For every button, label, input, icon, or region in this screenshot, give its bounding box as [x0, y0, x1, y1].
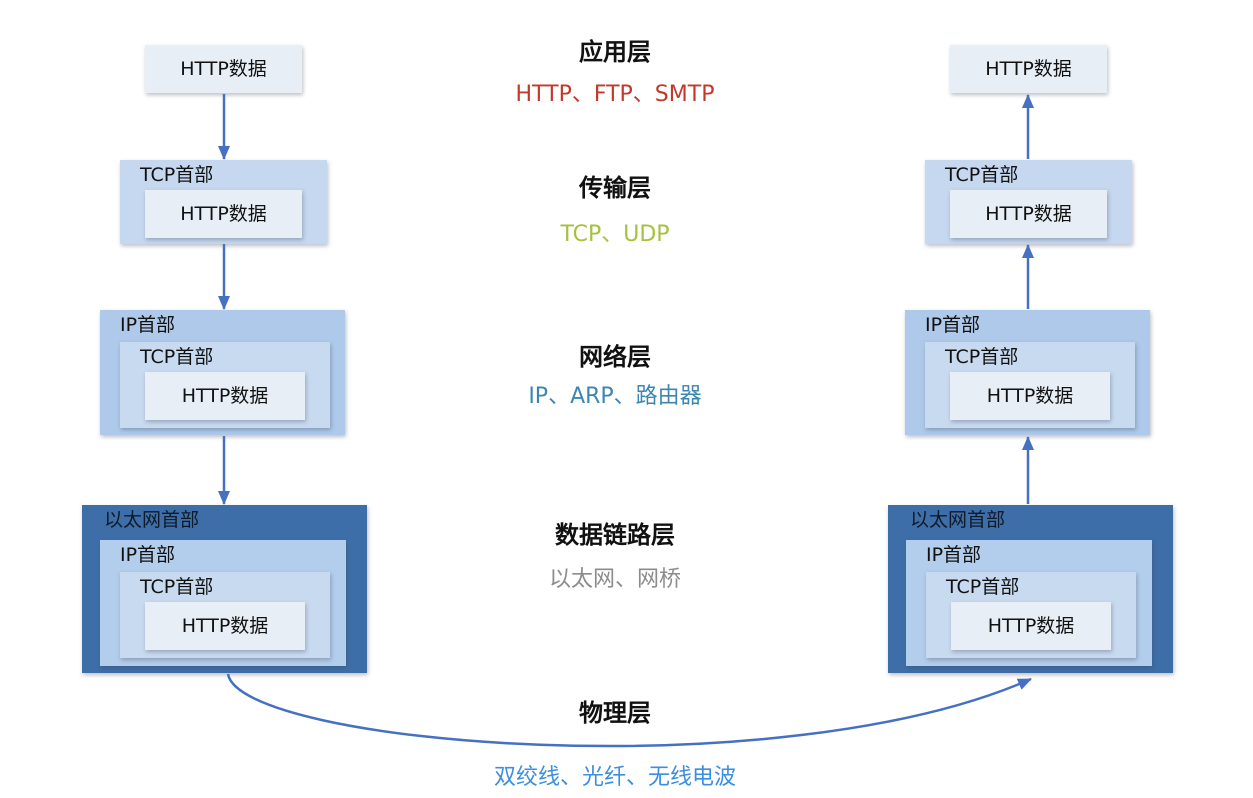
http-data-label: HTTP数据	[181, 385, 269, 407]
http-data-payload: HTTP数据	[950, 190, 1107, 238]
ip-header-label: IP首部	[120, 544, 176, 566]
layer-name-network: 网络层	[579, 343, 651, 371]
ip-packet: IP首部 TCP首部 HTTP数据	[906, 540, 1152, 666]
sender-transport-segment: TCP首部 HTTP数据	[120, 160, 327, 244]
layer-protocols-application: HTTP、FTP、SMTP	[515, 82, 715, 107]
layer-name-transport: 传输层	[579, 174, 651, 202]
tcp-segment: TCP首部 HTTP数据	[120, 572, 330, 658]
sender-ethernet-frame: 以太网首部 IP首部 TCP首部 HTTP数据	[82, 505, 367, 673]
tcp-segment: TCP首部 HTTP数据	[925, 342, 1135, 428]
receiver-network-packet: IP首部 TCP首部 HTTP数据	[905, 310, 1150, 435]
tcp-header-label: TCP首部	[945, 346, 1019, 368]
layer-name-physical: 物理层	[579, 699, 651, 727]
layer-protocols-data-link: 以太网、网桥	[548, 567, 681, 592]
http-data-payload: HTTP数据	[145, 372, 305, 420]
http-data-label: HTTP数据	[180, 58, 267, 80]
tcp-segment: TCP首部 HTTP数据	[926, 572, 1136, 658]
receiver-application-packet: HTTP数据	[950, 45, 1107, 93]
http-data-payload: HTTP数据	[145, 190, 302, 238]
layer-protocols-transport: TCP、UDP	[560, 222, 670, 247]
sender-application-packet: HTTP数据	[145, 45, 302, 93]
sender-network-packet: IP首部 TCP首部 HTTP数据	[100, 310, 345, 435]
http-data-payload: HTTP数据	[951, 602, 1111, 650]
http-data-label: HTTP数据	[987, 615, 1075, 637]
tcp-header-label: TCP首部	[140, 164, 214, 186]
ethernet-header-label: 以太网首部	[104, 509, 200, 531]
tcp-header-label: TCP首部	[945, 164, 1019, 186]
http-data-label: HTTP数据	[985, 58, 1072, 80]
http-data-label: HTTP数据	[181, 615, 269, 637]
ip-header-label: IP首部	[120, 314, 176, 336]
layer-protocols-network: IP、ARP、路由器	[528, 384, 702, 409]
http-data-label: HTTP数据	[985, 203, 1072, 225]
layer-name-application: 应用层	[579, 38, 651, 66]
http-data-label: HTTP数据	[180, 203, 267, 225]
ip-packet: IP首部 TCP首部 HTTP数据	[100, 540, 346, 666]
tcp-header-label: TCP首部	[140, 346, 214, 368]
http-data-label: HTTP数据	[986, 385, 1074, 407]
http-data-payload: HTTP数据	[145, 602, 305, 650]
ip-header-label: IP首部	[925, 314, 981, 336]
ip-header-label: IP首部	[926, 544, 982, 566]
layer-protocols-physical: 双绞线、光纤、无线电波	[493, 765, 736, 790]
tcp-header-label: TCP首部	[946, 576, 1020, 598]
tcp-segment: TCP首部 HTTP数据	[120, 342, 330, 428]
ethernet-header-label: 以太网首部	[910, 509, 1006, 531]
receiver-ethernet-frame: 以太网首部 IP首部 TCP首部 HTTP数据	[888, 505, 1173, 673]
receiver-transport-segment: TCP首部 HTTP数据	[925, 160, 1132, 244]
layer-name-data-link: 数据链路层	[555, 521, 675, 549]
tcp-header-label: TCP首部	[140, 576, 214, 598]
http-data-payload: HTTP数据	[950, 372, 1110, 420]
